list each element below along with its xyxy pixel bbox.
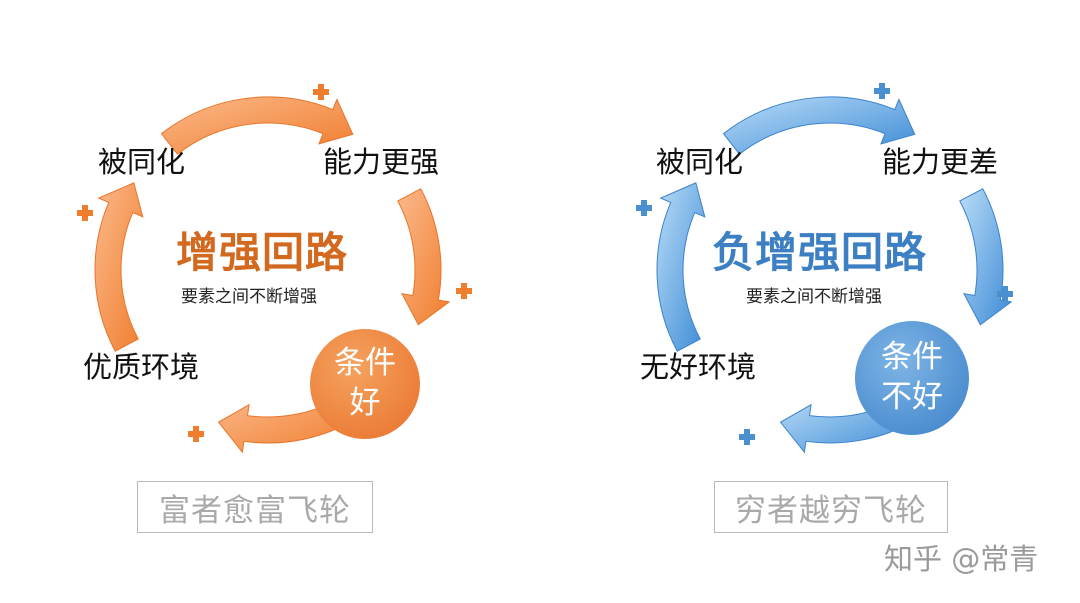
plus-icon [636,200,652,216]
plus-icon [313,84,329,100]
curved-arrow-icon [397,188,451,326]
watermark: 知乎 @常青 [884,542,1039,576]
left-node-stronger: 能力更强 [323,145,440,179]
plus-icon [739,429,755,445]
right-center-subtitle: 要素之间不断增强 [746,287,882,307]
right-circle-line2: 不好 [881,379,943,415]
right-node-assimilated: 被同化 [656,145,744,179]
left-caption-box: 富者愈富飞轮 [137,481,373,533]
plus-icon [77,205,93,221]
left-center-title: 增强回路 [176,228,349,277]
curved-arrow-icon [959,188,1013,326]
curved-arrow-icon [722,96,916,155]
plus-signs [77,83,1013,445]
left-circle-line1: 条件 [334,345,396,382]
left-condition-circle: 条件好 [310,329,420,439]
left-center-subtitle: 要素之间不断增强 [181,287,317,307]
right-condition-circle: 条件不好 [855,321,969,435]
right-circle-line1: 条件 [881,339,943,376]
right-center-title: 负增强回路 [712,228,928,277]
left-circle-line2: 好 [349,385,381,421]
plus-icon [997,286,1013,302]
plus-icon [874,83,890,99]
right-node-weaker: 能力更差 [882,145,999,179]
left-node-good-environment: 优质环境 [83,350,200,384]
curved-arrow-icon [656,182,706,352]
curved-arrow-icon [160,96,354,155]
right-node-no-environment: 无好环境 [640,350,757,384]
plus-icon [456,283,472,299]
right-caption-box: 穷者越穷飞轮 [714,481,948,533]
plus-icon [188,426,204,442]
curved-arrow-icon [94,182,144,352]
left-node-assimilated: 被同化 [98,145,186,179]
